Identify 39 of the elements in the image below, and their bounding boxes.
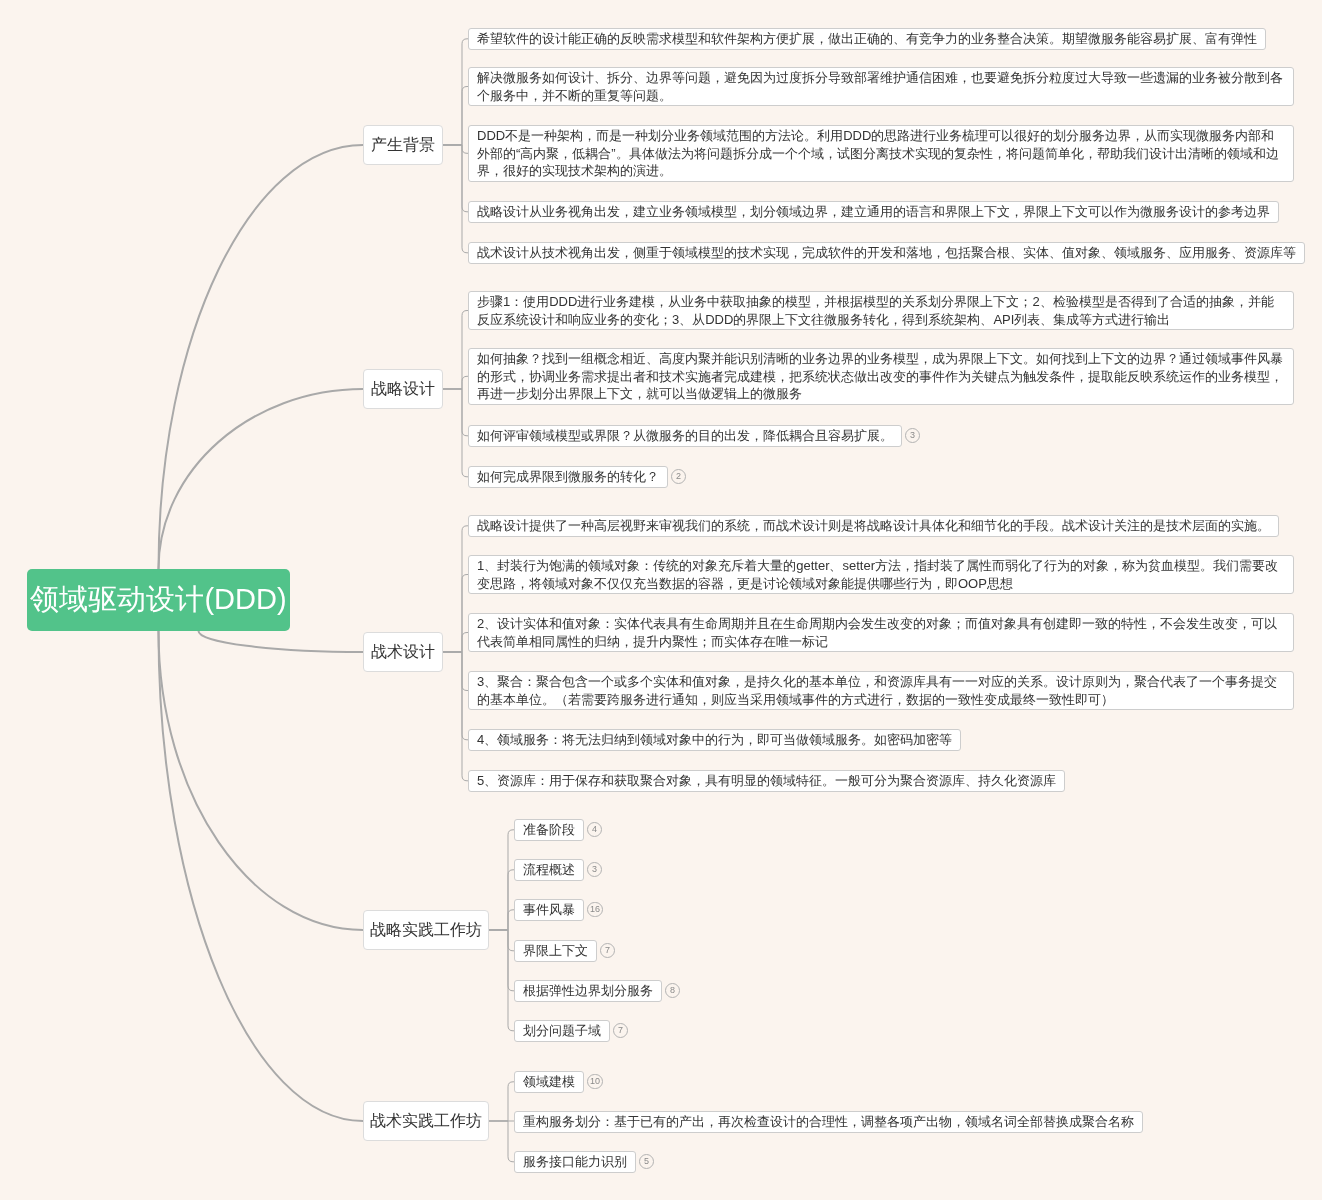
subtopic-box: 如何抽象？找到一组概念相近、高度内聚并能识别清晰的业务边界的业务模型，成为界限上下文。如何找到上下文的边界？通过领域事件风暴的形式，协调业务需求提出者和技术实施者完成建模，把系统状态做出改变的事件作为关键点为触发条件，提取能反映系统运作的业务模型，再进一步划分出界限上下文，就可以当做逻辑上的微服务 bbox=[468, 348, 1294, 405]
subtopic-box: 事件风暴 bbox=[514, 899, 584, 921]
subtopic-box: 划分问题子域 bbox=[514, 1020, 610, 1042]
central-topic-box: 领域驱动设计(DDD) bbox=[27, 569, 290, 631]
connector-line bbox=[157, 388, 364, 570]
connector-line bbox=[488, 929, 515, 1032]
subtopic-box: 领域建模 bbox=[514, 1071, 584, 1093]
subtopic-box: 根据弹性边界划分服务 bbox=[514, 980, 662, 1002]
subtopic-box: 如何完成界限到微服务的转化？ bbox=[468, 466, 668, 488]
topic-box: 战略实践工作坊 bbox=[363, 910, 489, 950]
connector-line bbox=[488, 1120, 515, 1163]
subtopic-box: 如何评审领域模型或界限？从微服务的目的出发，降低耦合且容易扩展。 bbox=[468, 425, 902, 447]
subtopic-box: 解决微服务如何设计、拆分、边界等问题，避免因为过度拆分导致部署维护通信困难，也要避免拆分粒度过大导致一些遗漏的业务被分散到各个服务中，并不断的重复等问题。 bbox=[468, 67, 1294, 106]
subtopic-box: 流程概述 bbox=[514, 859, 584, 881]
connector-line bbox=[442, 651, 469, 782]
topic-box: 战术实践工作坊 bbox=[363, 1101, 489, 1141]
subtopic-box: 战术设计从技术视角出发，侧重于领域模型的技术实现，完成软件的开发和落地，包括聚合根、实体、值对象、领域服务、应用服务、资源库等 bbox=[468, 242, 1305, 264]
connector-line bbox=[442, 144, 469, 254]
connector-line bbox=[442, 388, 469, 478]
subtopic-box: 界限上下文 bbox=[514, 940, 597, 962]
subtopic-box: 战略设计提供了一种高层视野来审视我们的系统，而战术设计则是将战略设计具体化和细节化的手段。战术设计关注的是技术层面的实施。 bbox=[468, 515, 1279, 537]
subtopic-box: 战略设计从业务视角出发，建立业务领域模型，划分领域边界，建立通用的语言和界限上下文，界限上下文可以作为微服务设计的参考边界 bbox=[468, 201, 1279, 223]
topic-box: 产生背景 bbox=[363, 125, 443, 165]
subtopic-box: 步骤1：使用DDD进行业务建模，从业务中获取抽象的模型，并根据模型的关系划分界限上下文；2、检验模型是否得到了合适的抽象，并能反应系统设计和响应业务的变化；3、从DDD的界限上下文往微服务转化，得到系统架构、API列表、集成等方式进行输出 bbox=[468, 291, 1294, 330]
connector-line bbox=[157, 630, 364, 1122]
connector-line bbox=[157, 144, 364, 570]
subtopic-box: 服务接口能力识别 bbox=[514, 1151, 636, 1173]
subtopic-box: 希望软件的设计能正确的反映需求模型和软件架构方便扩展，做出正确的、有竞争力的业务整合决策。期望微服务能容易扩展、富有弹性 bbox=[468, 28, 1266, 50]
subtopic-box: 5、资源库：用于保存和获取聚合对象，具有明显的领域特征。一般可分为聚合资源库、持久化资源库 bbox=[468, 770, 1066, 792]
subtopic-box: 3、聚合：聚合包含一个或多个实体和值对象，是持久化的基本单位，和资源库具有一一对应的关系。设计原则为，聚合代表了一个事务提交的基本单位。（若需要跨服务进行通知，则应当采用领域事件的方式进行，数据的一致性变成最终一致性即可） bbox=[468, 671, 1294, 710]
topic-box: 战略设计 bbox=[363, 369, 443, 409]
topic-box: 战术设计 bbox=[363, 632, 443, 672]
subtopic-box: 准备阶段 bbox=[514, 819, 584, 841]
subtopic-box: 1、封装行为饱满的领域对象：传统的对象充斥着大量的getter、setter方法，指封装了属性而弱化了行为的对象，称为贫血模型。我们需要改变思路，将领域对象不仅仅充当数据的容器，更是讨论领域对象能提供哪些行为，即OOP思想 bbox=[468, 555, 1294, 594]
subtopic-box: 4、领域服务：将无法归纳到领域对象中的行为，即可当做领域服务。如密码加密等 bbox=[468, 729, 962, 751]
subtopic-box: 2、设计实体和值对象：实体代表具有生命周期并且在生命周期内会发生改变的对象；而值对象具有创建即一致的特性，不会发生改变，可以代表简单相同属性的归纳，提升内聚性；而实体存在唯一标记 bbox=[468, 613, 1294, 652]
connector-line bbox=[197, 630, 364, 653]
subtopic-box: 重构服务划分：基于已有的产出，再次检查设计的合理性，调整各项产出物，领域名词全部替换成聚合名称 bbox=[514, 1111, 1143, 1133]
subtopic-box: DDD不是一种架构，而是一种划分业务领域范围的方法论。利用DDD的思路进行业务梳理可以很好的划分服务边界，从而实现微服务内部和外部的“高内聚，低耦合”。具体做法为将问题拆分成一个个域，试图分离技术实现的复杂性，将问题简单化，帮助我们设计出清晰的领域和边界，很好的实现技术架构的演进。 bbox=[468, 125, 1294, 182]
